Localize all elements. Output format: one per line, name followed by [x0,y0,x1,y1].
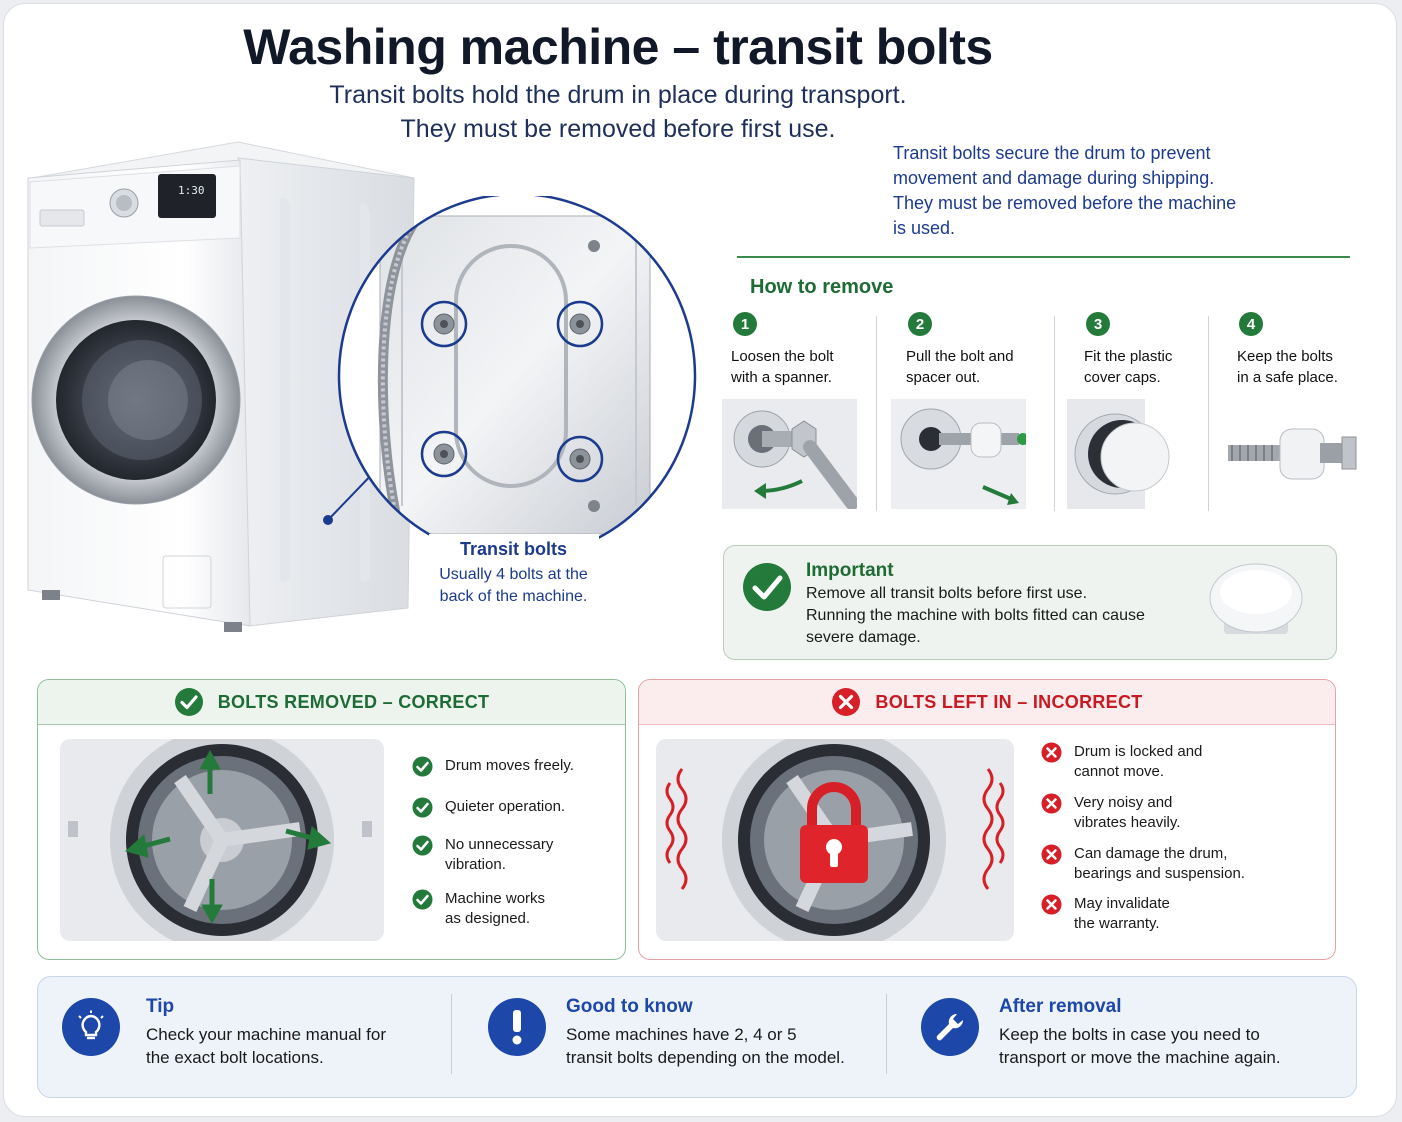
washing-machine-illustration: 1:30 [27,141,415,632]
tip-title: Tip [146,996,175,1017]
tip-title: Good to know [566,996,693,1017]
check-circle-icon [174,688,203,716]
stored-bolt-image [1228,428,1357,480]
important-title: Important [806,560,894,581]
important-text: Remove all transit bolts before first us… [806,585,1145,646]
x-icon [1041,894,1062,915]
cover-cap-image [1067,399,1170,509]
page-subtitle: Transit bolts hold the drum in place dur… [4,78,1232,146]
wrench-icon [921,998,979,1056]
tip-separator [886,994,887,1074]
check-icon [412,797,433,818]
tip-separator [451,994,452,1074]
tip-item: Good to know Some machines have 2, 4 or … [488,996,845,1086]
step-number: 1 [733,312,757,336]
back-panel-zoom [337,196,697,560]
step-number: 2 [908,312,932,336]
x-icon [1041,742,1062,763]
step-separator [1208,316,1209,511]
transit-bolts-callout-text: Usually 4 bolts at the back of the machi… [439,566,588,605]
transit-bolts-callout-title: Transit bolts [459,539,567,559]
check-icon [412,889,433,910]
free-drum-image [60,739,384,941]
intro-text: Transit bolts secure the drum to prevent… [893,143,1237,238]
divider [737,256,1350,258]
correct-list: Drum moves freely. Quieter operation. No… [412,756,612,929]
correct-panel: BOLTS REMOVED – CORRECT Drum moves freel… [37,679,626,960]
step-separator [1054,316,1055,511]
infographic-page: Washing machine – transit bolts Transit … [3,3,1397,1117]
tip-item: After removal Keep the bolts in case you… [921,996,1281,1086]
bolt-top-right [556,300,604,348]
list-item: Drum moves freely. [412,756,612,797]
bolt-bottom-left [420,430,468,478]
subtitle-line-1: Transit bolts hold the drum in place dur… [329,81,907,109]
check-circle-icon [743,563,791,611]
exclamation-icon [488,998,546,1056]
x-circle-icon [832,688,861,716]
step-number: 3 [1086,312,1110,336]
step-separator [876,316,877,511]
subtitle-line-2: They must be removed before first use. [400,115,836,143]
tips-bar [37,976,1357,1098]
correct-header: BOLTS REMOVED – CORRECT [38,680,625,725]
x-icon [1041,844,1062,865]
bolt-top-left [420,300,468,348]
display-time: 1:30 [178,184,205,197]
check-icon [412,756,433,777]
locked-drum-image [656,739,1014,941]
how-to-heading: How to remove [750,276,894,298]
page-title: Washing machine – transit bolts [243,19,993,75]
lightbulb-icon [62,998,120,1056]
step-number: 4 [1239,312,1263,336]
check-icon [412,835,433,856]
incorrect-header: BOLTS LEFT IN – INCORRECT [639,680,1335,725]
list-item: Quieter operation. [412,797,612,835]
spanner-loosen-image [722,399,857,509]
incorrect-panel: BOLTS LEFT IN – INCORRECT [638,679,1336,960]
padlock-icon [800,782,868,883]
bolt-bottom-right [556,435,604,483]
incorrect-heading: BOLTS LEFT IN – INCORRECT [875,691,1143,712]
tip-title: After removal [999,996,1122,1017]
vibration-lines [665,768,1005,890]
correct-heading: BOLTS REMOVED – CORRECT [217,691,490,712]
x-icon [1041,793,1062,814]
cover-cap-icon [1209,563,1303,634]
pull-bolt-image [891,399,1026,509]
list-item: Can damage the drum,bearings and suspens… [1041,844,1331,894]
